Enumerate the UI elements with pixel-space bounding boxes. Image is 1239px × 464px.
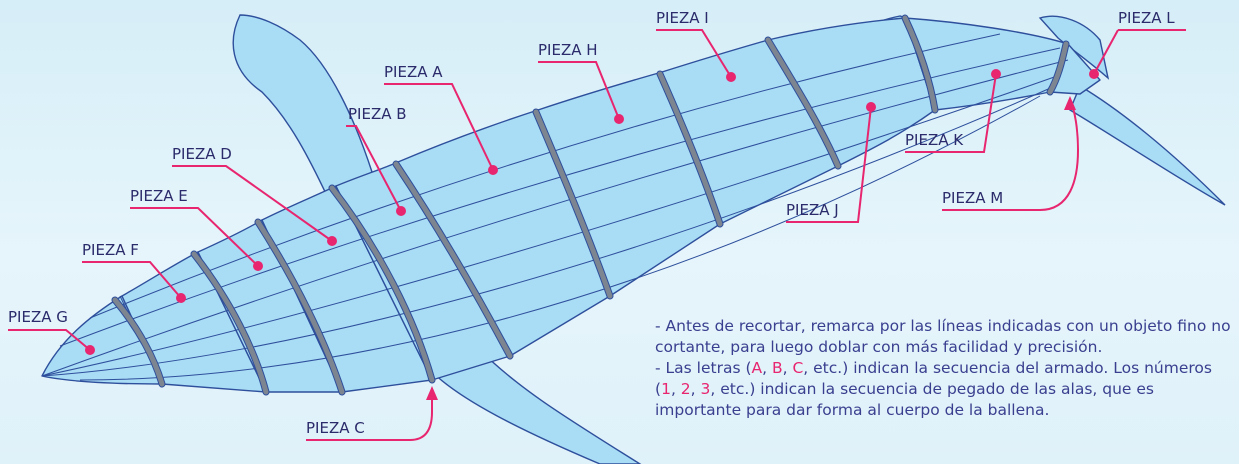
- sep-3: ,: [670, 380, 681, 398]
- leaders: [8, 29, 1186, 441]
- instruction-2-text-a: - Las letras (: [655, 359, 752, 377]
- leader-b: [346, 125, 402, 212]
- label-pieza-j: PIEZA J: [786, 201, 839, 219]
- instruction-2-text-c: , etc.) indican la secuencia de pegado d…: [655, 380, 1154, 419]
- leader-g: [8, 329, 91, 351]
- leader-d: [172, 165, 333, 242]
- number-2: 2: [680, 380, 691, 398]
- number-1: 1: [661, 380, 671, 398]
- dot-b: [396, 206, 406, 216]
- leader-e: [130, 207, 259, 267]
- dot-e: [253, 261, 263, 271]
- assembly-instructions: - Antes de recortar, remarca por las lín…: [655, 316, 1235, 421]
- leader-k: [905, 73, 997, 153]
- label-pieza-d: PIEZA D: [172, 145, 232, 163]
- label-pieza-g: PIEZA G: [8, 308, 68, 326]
- dot-f: [176, 293, 186, 303]
- letter-a: A: [751, 359, 763, 377]
- leader-c: [306, 392, 433, 441]
- sep-1: ,: [762, 359, 772, 377]
- label-pieza-i: PIEZA I: [656, 9, 709, 27]
- assembly-rings: [111, 14, 1070, 396]
- label-pieza-c: PIEZA C: [306, 419, 365, 437]
- label-pieza-b: PIEZA B: [348, 105, 407, 123]
- leader-l: [1093, 29, 1186, 75]
- letter-b: B: [771, 359, 783, 377]
- dot-h: [614, 114, 624, 124]
- dot-d: [327, 236, 337, 246]
- label-pieza-a: PIEZA A: [384, 63, 443, 81]
- label-pieza-h: PIEZA H: [538, 41, 598, 59]
- instruction-1: - Antes de recortar, remarca por las lín…: [655, 317, 1231, 356]
- letter-c: C: [792, 359, 804, 377]
- label-pieza-k: PIEZA K: [905, 131, 964, 149]
- leader-m: [942, 99, 1080, 211]
- instruction-2: - Las letras (A, B, C, etc.) indican la …: [655, 358, 1235, 421]
- instruction-2-text-b: , etc.) indican la secuencia del armado.…: [655, 359, 1212, 398]
- sep-4: ,: [690, 380, 701, 398]
- leader-i: [656, 29, 732, 78]
- leader-j: [786, 106, 872, 223]
- dot-g: [85, 345, 95, 355]
- dot-k: [991, 69, 1001, 79]
- label-pieza-f: PIEZA F: [82, 241, 139, 259]
- arrow-m: [1064, 96, 1076, 110]
- dot-j: [866, 102, 876, 112]
- lower-flipper: [428, 349, 642, 464]
- label-pieza-m: PIEZA M: [942, 189, 1003, 207]
- dot-i: [726, 72, 736, 82]
- number-3: 3: [700, 380, 711, 398]
- tail-fluke-lower: [1069, 84, 1226, 206]
- leader-h: [538, 61, 620, 120]
- label-pieza-l: PIEZA L: [1118, 9, 1175, 27]
- label-pieza-e: PIEZA E: [130, 187, 188, 205]
- leader-f: [82, 261, 182, 299]
- sep-2: ,: [782, 359, 793, 377]
- leader-a: [384, 83, 494, 171]
- dot-a: [488, 165, 498, 175]
- piece-labels: PIEZA G PIEZA F PIEZA E PIEZA D PIEZA B …: [8, 9, 1175, 437]
- arrow-c: [426, 386, 438, 400]
- dot-l: [1089, 69, 1099, 79]
